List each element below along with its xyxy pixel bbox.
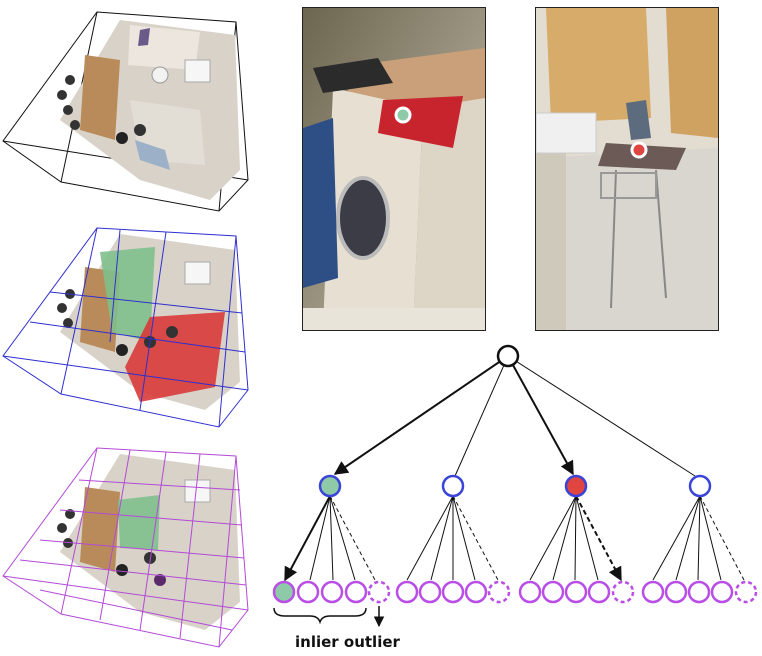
leaf-node [320, 580, 344, 604]
leaf-node [518, 580, 542, 604]
laundry-photo [302, 7, 486, 331]
scene-view-level2 [2, 447, 249, 648]
leaf-node [664, 580, 688, 604]
edge-root-n1 [333, 355, 509, 475]
leaf-node [344, 580, 368, 604]
subtree-n2 [406, 495, 499, 581]
root-node [496, 344, 520, 368]
leaf-node-dashed [487, 580, 511, 604]
leaf-node [464, 580, 488, 604]
scene-view-level1 [2, 227, 249, 428]
leaf-node [641, 580, 665, 604]
leaf-node [687, 580, 711, 604]
leaf-node [564, 580, 588, 604]
room-mesh [57, 234, 240, 410]
outlier-marker [630, 141, 648, 159]
leaves-n3 [518, 580, 635, 604]
node-n3 [564, 474, 588, 498]
room-mesh [57, 20, 240, 200]
inlier-region [100, 247, 155, 342]
subtree-n4 [652, 495, 745, 581]
leaf-node [296, 580, 320, 604]
subtree-n3 [529, 495, 622, 582]
inlier-marker [394, 106, 412, 124]
leaf-node [710, 580, 734, 604]
leaves-n1 [272, 580, 391, 604]
inlier-outlier-label: inlier outlier [295, 633, 400, 651]
leaf-node [441, 580, 465, 604]
inlier-brace [273, 607, 367, 625]
node-n4 [688, 474, 712, 498]
leaf-node [587, 580, 611, 604]
edge-root-n4 [507, 355, 696, 477]
subtree-n1 [284, 495, 376, 582]
leaf-node-dashed [734, 580, 758, 604]
edge-root-n3 [507, 355, 574, 476]
tree-diagram [272, 344, 758, 628]
leaf-node-dashed [611, 580, 635, 604]
leaves-n4 [641, 580, 758, 604]
leaf-node [395, 580, 419, 604]
leaf-node [418, 580, 442, 604]
leaf-node [541, 580, 565, 604]
leaves-n2 [395, 580, 511, 604]
node-n1 [318, 474, 342, 498]
node-n2 [441, 474, 465, 498]
leaf-node [272, 580, 296, 604]
ironing-photo [535, 7, 719, 331]
inlier-region [118, 495, 160, 550]
outlier-region [125, 312, 225, 402]
scene-view-level0 [2, 11, 249, 212]
leaf-node-dashed [367, 580, 391, 604]
washing-machine-door [336, 176, 390, 260]
edge-root-n2 [454, 355, 509, 477]
